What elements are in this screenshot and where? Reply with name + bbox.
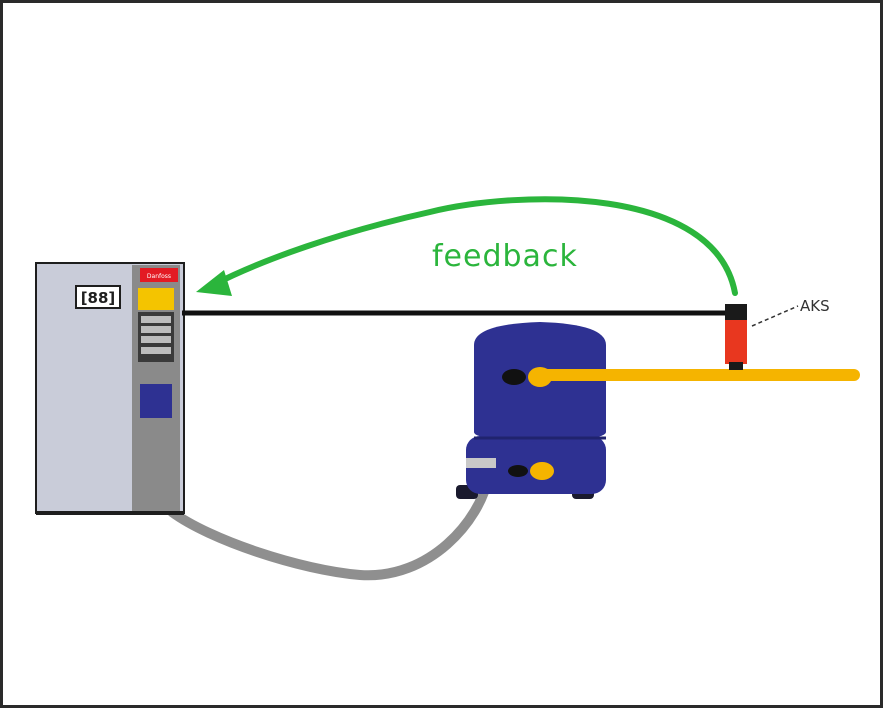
drive-blue-plate: [140, 384, 172, 418]
compressor: [456, 322, 606, 499]
suction-port: [502, 369, 526, 385]
motor-cable: [167, 473, 493, 581]
feedback-label: feedback: [432, 239, 578, 274]
keypad-button: [141, 347, 171, 354]
sensor-fitting: [729, 362, 743, 370]
keypad-button: [141, 336, 171, 343]
discharge-valve: [530, 462, 554, 480]
keypad-button: [141, 326, 171, 333]
pressure-sensor: [725, 304, 747, 370]
feedback-arrowhead: [196, 270, 232, 296]
feedback-arrow: [212, 196, 738, 296]
discharge-port: [508, 465, 528, 477]
cable-entry: [466, 458, 496, 468]
brand-badge: [140, 268, 178, 282]
keypad-button: [141, 316, 171, 323]
sensor-label: AKS: [800, 297, 830, 315]
sensor-cap: [725, 304, 747, 320]
brand-badge-text: Danfoss: [147, 273, 171, 280]
drive-label-text: [88]: [81, 289, 116, 307]
sensor-label-leader: [751, 305, 799, 327]
frequency-converter: Danfoss [88]: [35, 262, 185, 515]
drive-label-box: [75, 285, 121, 309]
sensor-body: [725, 320, 747, 364]
drive-display: [138, 288, 174, 310]
